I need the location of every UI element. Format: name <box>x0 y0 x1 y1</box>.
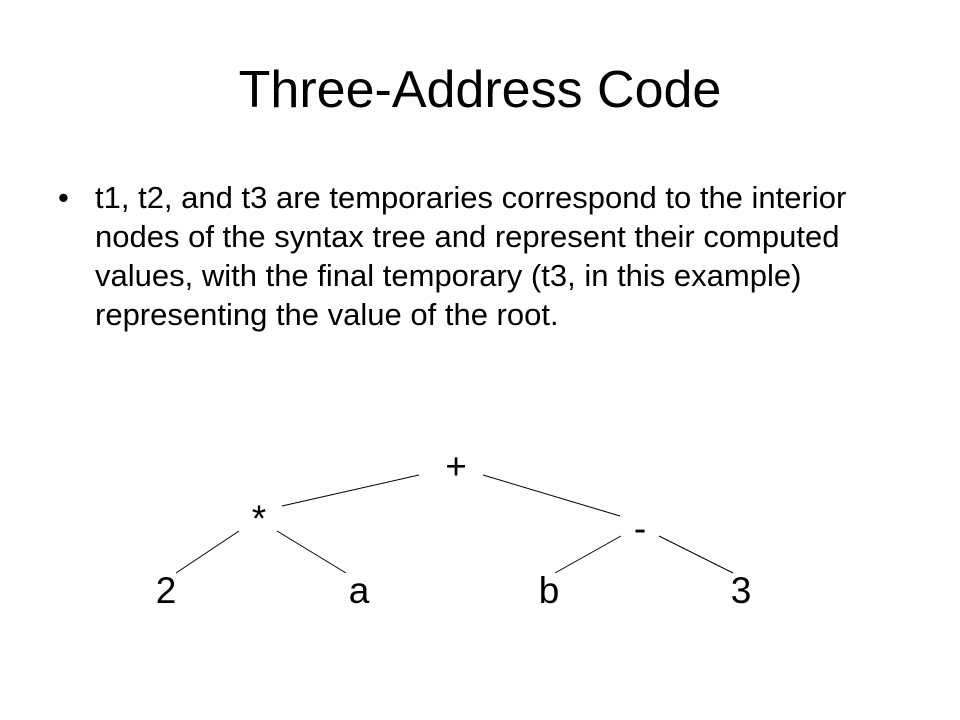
tree-nodes: + * - 2 a b 3 <box>156 446 752 611</box>
tree-edge-sub-leaf-b <box>554 535 622 574</box>
tree-edge-mul-leaf-a <box>276 530 347 574</box>
tree-node-leaf-a: a <box>349 570 370 611</box>
bullet-item: • t1, t2, and t3 are temporaries corresp… <box>58 178 910 334</box>
bullet-text: t1, t2, and t3 are temporaries correspon… <box>95 180 847 332</box>
tree-edge-root-mul <box>281 474 420 507</box>
tree-edge-sub-leaf-3 <box>658 535 734 574</box>
tree-edges <box>175 474 734 574</box>
tree-node-leaf-3: 3 <box>731 570 752 611</box>
tree-node-leaf-b: b <box>539 570 560 611</box>
slide-title: Three-Address Code <box>238 61 722 119</box>
bullet-dot: • <box>58 180 69 215</box>
tree-node-sub: - <box>634 508 646 549</box>
bullet-list: • t1, t2, and t3 are temporaries corresp… <box>58 178 910 334</box>
tree-node-leaf-2: 2 <box>156 570 177 611</box>
tree-node-root: + <box>445 446 467 487</box>
tree-edge-root-sub <box>482 474 621 517</box>
tree-edge-mul-leaf-2 <box>175 530 240 574</box>
tree-node-mul: * <box>252 498 266 539</box>
